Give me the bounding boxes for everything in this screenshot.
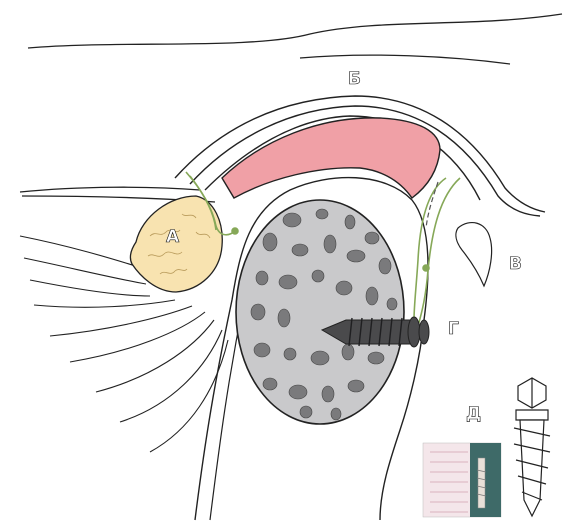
tendon-loop [456, 223, 492, 286]
label-b: Б [348, 71, 361, 88]
humerus [195, 178, 428, 520]
screw-photo-icon [423, 443, 501, 517]
screw-line-drawing-icon [514, 378, 550, 516]
label-d: Д [466, 406, 481, 423]
label-a: А [166, 229, 179, 246]
label-g: Г [448, 321, 459, 338]
label-v: В [509, 256, 522, 273]
